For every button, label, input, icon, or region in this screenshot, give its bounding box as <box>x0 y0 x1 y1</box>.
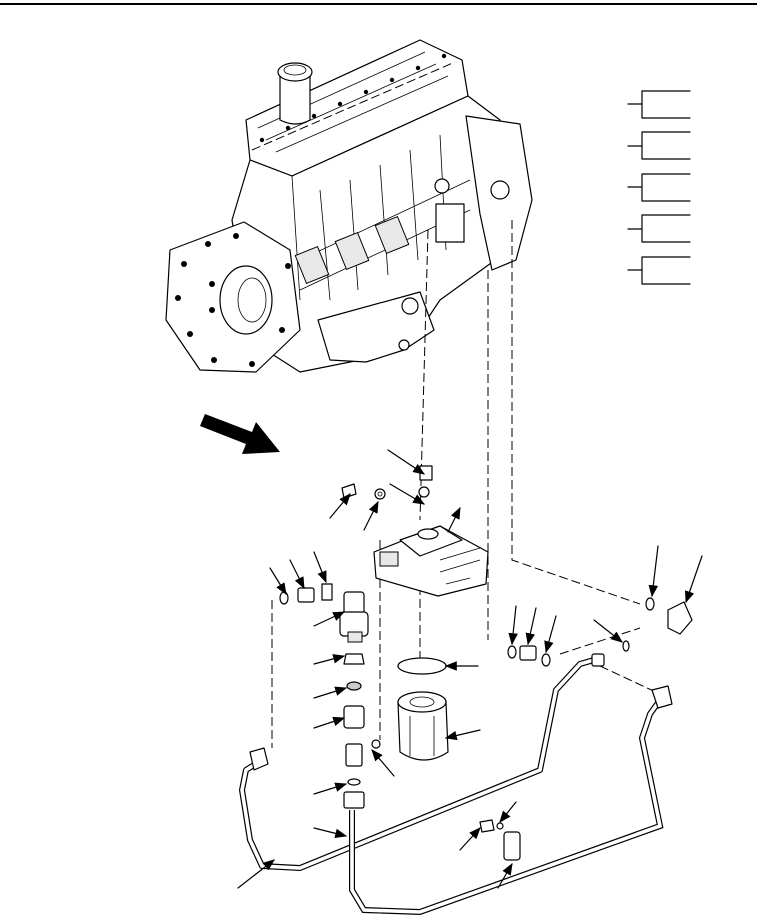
line-clamp <box>503 831 521 861</box>
fittings-left <box>279 583 333 605</box>
callout-leader <box>313 716 346 729</box>
engine-assembly <box>165 39 533 373</box>
engine-oil-filler-cap <box>277 62 313 82</box>
filter-seal-ring <box>397 657 447 675</box>
legend-bracket-4 <box>627 214 691 243</box>
callout-leader <box>313 654 346 665</box>
callout-leader <box>544 615 557 654</box>
legend-bracket-1 <box>627 90 691 119</box>
callout-leader <box>497 862 513 889</box>
callout-leader <box>313 827 348 839</box>
legend-bracket-3 <box>627 173 691 202</box>
mounting-hardware <box>341 465 433 500</box>
callout-leader <box>269 567 287 596</box>
callout-leader <box>685 555 703 604</box>
callout-leader <box>499 801 517 823</box>
oil-lines <box>239 653 673 916</box>
fittings-right <box>507 597 693 667</box>
legend-bracket-5 <box>627 256 691 285</box>
callout-leaders <box>237 449 703 889</box>
callout-leader <box>313 611 346 627</box>
sender-stack <box>339 591 381 809</box>
callout-leader <box>387 449 425 475</box>
callout-leader <box>363 500 379 531</box>
callout-leader <box>508 605 518 646</box>
engine-flywheel-bore <box>219 265 273 335</box>
oil-filter-head <box>373 525 489 597</box>
engine-oil-filler-neck <box>279 73 311 125</box>
engine-filter-head-mount <box>435 203 465 243</box>
oil-filter-cartridge <box>397 657 449 761</box>
legend-brackets <box>627 90 691 285</box>
callout-leader <box>313 686 348 699</box>
callout-leader <box>289 559 305 590</box>
legend-bracket-2 <box>627 131 691 160</box>
callout-leader <box>459 827 481 851</box>
callout-leader <box>593 619 623 643</box>
callout-leader <box>447 506 461 533</box>
callout-leader <box>329 493 351 519</box>
callout-leader <box>389 483 426 505</box>
callout-leader <box>371 749 395 777</box>
callout-leader <box>313 782 348 795</box>
callout-leader <box>237 859 275 889</box>
callout-leader <box>444 729 481 741</box>
view-arrow-icon <box>200 414 280 454</box>
callout-leader <box>648 545 659 598</box>
flywheel-housing-bolts <box>175 233 291 367</box>
callout-leader <box>313 551 327 584</box>
callout-leader <box>525 607 537 646</box>
